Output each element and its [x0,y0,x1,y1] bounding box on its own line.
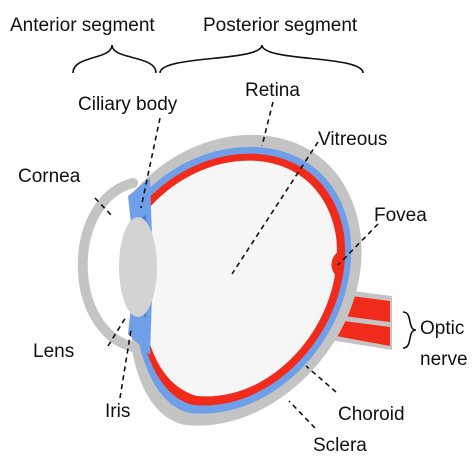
lens-label: Lens [33,341,74,362]
choroid-label: Choroid [338,404,405,425]
ciliary-body-label: Ciliary body [78,94,178,115]
lens [119,217,157,317]
vitreous-label: Vitreous [318,129,387,150]
anterior-segment-label: Anterior segment [10,15,155,36]
sclera-leader [289,401,315,428]
posterior-segment-label: Posterior segment [203,15,358,36]
cornea-label: Cornea [18,166,81,187]
retina-label: Retina [245,80,300,101]
optic-label: Optic [420,318,464,339]
fovea-label: Fovea [374,205,427,226]
nerve-label: nerve [420,349,468,370]
sclera-label: Sclera [313,435,367,456]
iris-label: Iris [105,401,130,422]
